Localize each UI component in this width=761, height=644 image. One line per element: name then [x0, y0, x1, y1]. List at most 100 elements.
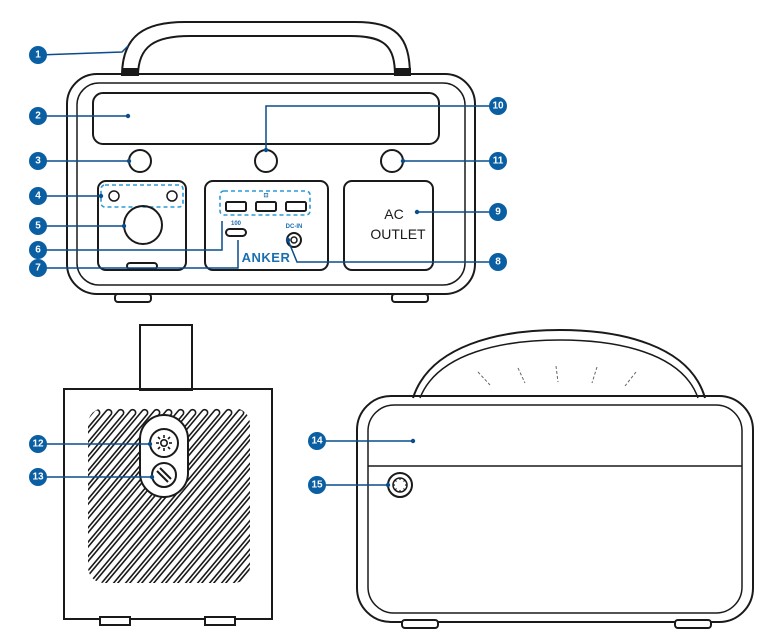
- side-body: [63, 388, 273, 620]
- vent-slot: [133, 408, 250, 583]
- svg-text:10: 10: [492, 101, 504, 112]
- body-inner: [76, 82, 466, 286]
- callout-badge-11: 11: [489, 152, 507, 170]
- callout-lines: [37, 45, 498, 486]
- sun-icon: [156, 435, 172, 451]
- handle-texture: [477, 365, 637, 387]
- ac-button[interactable]: [380, 149, 404, 173]
- callout-badge-15: 15: [308, 476, 326, 494]
- svg-text:9: 9: [495, 207, 501, 218]
- callout-badge-5: 5: [29, 217, 47, 235]
- side-foot-left: [99, 616, 131, 626]
- svg-text:15: 15: [311, 480, 323, 491]
- grille-port-icon: [156, 467, 172, 483]
- dc-in-port-core: [290, 236, 298, 244]
- vent-slot: [88, 408, 113, 583]
- vent-slot: [109, 408, 250, 583]
- back-view: [356, 328, 754, 629]
- vent-slot: [97, 408, 250, 583]
- vent-slot: [157, 408, 250, 583]
- ac-outlet-text-1: AC: [384, 206, 403, 222]
- vent-slot: [181, 408, 250, 583]
- ac-outlet-panel: [343, 180, 434, 271]
- vent-slot: [88, 408, 173, 583]
- light-indicator-right: [166, 190, 178, 202]
- usb-c-label: 100: [231, 221, 242, 227]
- usb-a-label: ⊡: [263, 193, 268, 199]
- vent-slot: [169, 408, 250, 583]
- svg-text:14: 14: [311, 436, 323, 447]
- back-body-inner: [367, 404, 743, 614]
- dc-in-label: DC-IN: [286, 224, 303, 230]
- vent-slot: [145, 408, 250, 583]
- svg-text:7: 7: [35, 263, 41, 274]
- svg-text:6: 6: [35, 245, 41, 256]
- light-indicator-left: [108, 190, 120, 202]
- back-handle-inner: [419, 339, 699, 399]
- callout-badge-10: 10: [489, 97, 507, 115]
- callout-badge-7: 7: [29, 259, 47, 277]
- body-outer: [66, 73, 476, 295]
- callout-badge-12: 12: [29, 435, 47, 453]
- svg-text:13: 13: [32, 472, 44, 483]
- svg-text:2: 2: [35, 111, 41, 122]
- dc-button[interactable]: [254, 149, 278, 173]
- vent-slot: [241, 408, 250, 583]
- usb-a-port-3[interactable]: [285, 201, 307, 212]
- brand-logo: ANKER: [242, 250, 291, 265]
- vent-grille: [0, 408, 425, 611]
- usb-a-port-2[interactable]: [255, 201, 277, 212]
- svg-text:4: 4: [35, 191, 41, 202]
- handle-outer: [121, 21, 411, 77]
- svg-text:5: 5: [35, 221, 41, 232]
- handle-inner: [137, 35, 396, 77]
- usb-a-outline: [219, 190, 311, 216]
- vent-slot: [0, 408, 29, 611]
- callout-badge-2: 2: [29, 107, 47, 125]
- callout-badge-8: 8: [489, 253, 507, 271]
- usb-c-port[interactable]: [225, 228, 247, 237]
- svg-text:3: 3: [35, 156, 41, 167]
- callout-badge-1: 1: [29, 46, 47, 64]
- vent-slot: [88, 408, 233, 583]
- callout-badge-6: 6: [29, 241, 47, 259]
- vent-slot: [88, 408, 137, 583]
- power-button[interactable]: [128, 149, 152, 173]
- callout-badge-3: 3: [29, 152, 47, 170]
- light-button[interactable]: [123, 205, 163, 245]
- back-port-ring: [387, 472, 413, 498]
- handle-mount-right: [395, 68, 411, 76]
- callout-badge-4: 4: [29, 187, 47, 205]
- vent-slot: [88, 408, 101, 583]
- callout-badge-9: 9: [489, 203, 507, 221]
- ac-outlet-text-2: OUTLET: [370, 226, 426, 242]
- vent-slot: [88, 408, 161, 583]
- vent-slot: [88, 408, 125, 583]
- foot-left: [114, 293, 152, 303]
- svg-text:12: 12: [32, 439, 44, 450]
- svg-text:11: 11: [493, 156, 504, 167]
- foot-right: [391, 293, 429, 303]
- side-foot-right: [204, 616, 236, 626]
- vent-slot: [193, 408, 250, 583]
- usb-a-port-1[interactable]: [225, 201, 247, 212]
- side-handle: [139, 324, 193, 391]
- vent-slot: [88, 408, 149, 583]
- svg-text:8: 8: [495, 257, 501, 268]
- vent-slot: [205, 408, 250, 583]
- callout-badge-13: 13: [29, 468, 47, 486]
- vent-slot: [121, 408, 250, 583]
- handle-mount-left: [122, 68, 138, 76]
- side-view: [0, 324, 425, 626]
- callout-dots: [98, 113, 420, 488]
- light-indicator-outline: [100, 184, 184, 208]
- vent-slot: [88, 408, 250, 583]
- vent-slot: [253, 408, 425, 611]
- back-foot-left: [401, 619, 439, 629]
- back-handle-outer: [412, 328, 706, 399]
- svg-text:1: 1: [35, 50, 41, 61]
- usb-panel: [204, 180, 329, 271]
- callout-badge-14: 14: [308, 432, 326, 450]
- back-foot-right: [674, 619, 712, 629]
